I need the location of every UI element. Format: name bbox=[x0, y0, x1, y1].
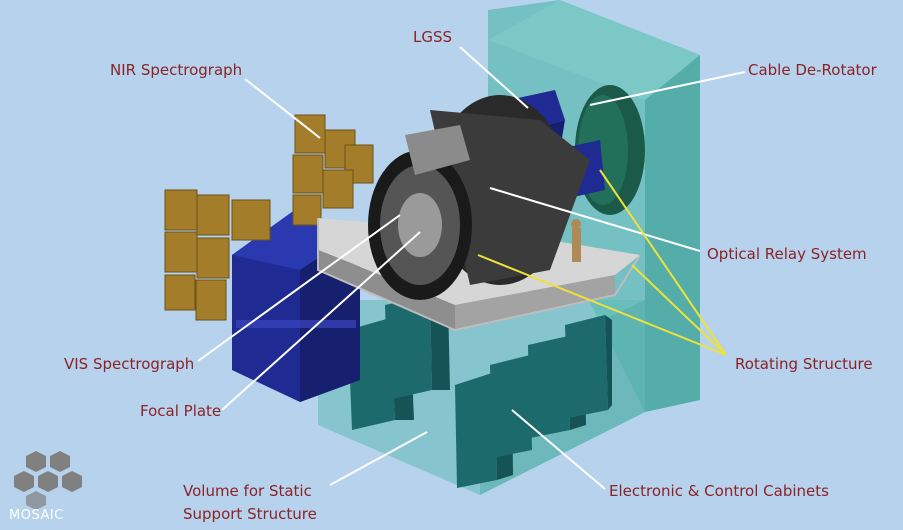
label-cable-de-rotator: Cable De-Rotator bbox=[748, 61, 877, 79]
label-focal-plate: Focal Plate bbox=[140, 402, 222, 420]
mosaic-logo-text: MOSAIC bbox=[9, 508, 64, 523]
label-lgss: LGSS bbox=[413, 28, 453, 46]
label-rotating-structure: Rotating Structure bbox=[735, 355, 873, 373]
label-vis-spectrograph: VIS Spectrograph bbox=[64, 355, 195, 373]
label-nir-spectrograph: NIR Spectrograph bbox=[110, 61, 243, 79]
label-optical-relay-system: Optical Relay System bbox=[707, 245, 867, 263]
label-volume-static-line1: Volume for Static bbox=[183, 482, 312, 500]
label-volume-static-line2: Support Structure bbox=[183, 505, 317, 523]
person-figure bbox=[571, 219, 581, 262]
pointer-lines bbox=[197, 46, 746, 490]
mosaic-logo-icon bbox=[14, 451, 82, 510]
label-electronic-cabinets: Electronic & Control Cabinets bbox=[609, 482, 829, 500]
